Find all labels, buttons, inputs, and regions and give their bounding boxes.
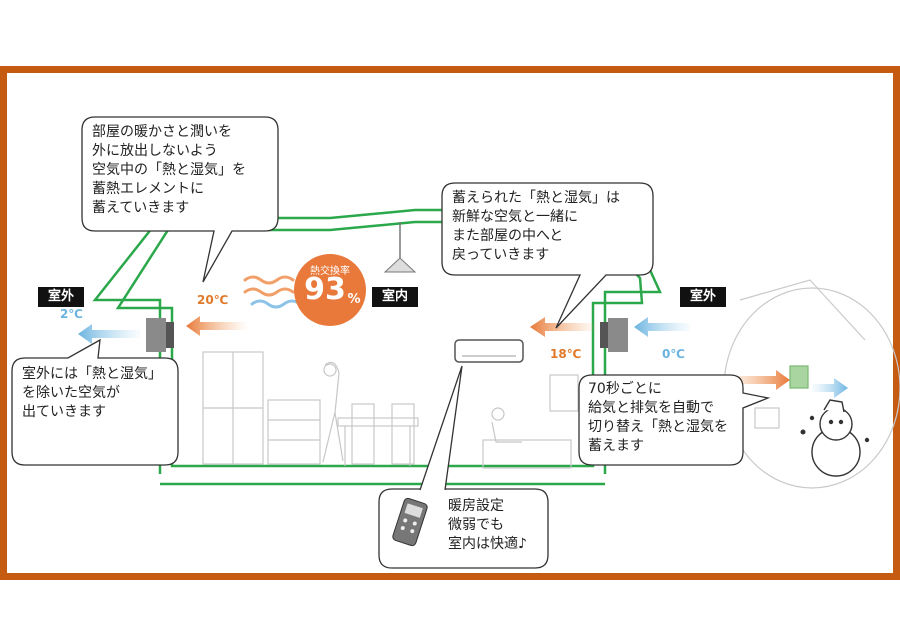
- label-indoor: 室内: [372, 287, 419, 307]
- room-furniture: [202, 351, 579, 469]
- callout-text-top-left: 部屋の暖かさと潤いを 外に放出しないよう 空気中の「熱と湿気」を 蓄熱エレメント…: [92, 124, 246, 216]
- label-outdoor-right: 室外: [680, 287, 727, 307]
- cool-arrow-outside: [812, 378, 848, 398]
- air-conditioner: [454, 339, 524, 363]
- cool-arrow-right: [634, 317, 690, 337]
- warm-arrow-left: [186, 316, 248, 336]
- callout-top-right: [441, 182, 654, 329]
- air-arrows: [78, 316, 848, 398]
- temp-outdoor-right: 0℃: [662, 347, 685, 361]
- snowman-icon: [800, 399, 870, 477]
- heat-exchange-badge: [294, 254, 366, 326]
- temp-indoor-left: 20℃: [197, 293, 229, 307]
- pendant-lamp: [383, 222, 417, 273]
- callout-text-remote: 暖房設定 微弱でも 室内は快適♪: [448, 498, 527, 552]
- ventilator-left: [146, 318, 174, 352]
- ventilator-right: [600, 318, 628, 352]
- callout-bottom-right: [578, 374, 771, 466]
- cool-arrow-left: [78, 324, 140, 344]
- warm-arrow-right: [530, 317, 598, 337]
- temp-outdoor-left: 2℃: [60, 307, 83, 321]
- badge-value: 93: [304, 272, 346, 307]
- callout-top-left: [81, 116, 279, 283]
- heat-waves: [243, 275, 302, 309]
- callout-text-bottom-left: 室外には「熱と湿気」 を除いた空気が 出ていきます: [22, 366, 162, 420]
- callout-bottom-left: [11, 338, 179, 466]
- warm-arrow-outside: [728, 370, 790, 390]
- label-outdoor-left: 室外: [38, 287, 85, 307]
- badge-title: 熱交換率: [310, 266, 350, 277]
- callout-text-bottom-right: 70秒ごとに 給気と排気を自動で 切り替え「熱と湿気を 蓄えます: [588, 381, 728, 454]
- badge-unit: %: [347, 292, 361, 307]
- remote-control-icon: [392, 497, 428, 547]
- temp-indoor-right: 18℃: [550, 347, 582, 361]
- callout-shapes: [11, 116, 771, 569]
- callout-text-top-right: 蓄えられた「熱と湿気」は 新鮮な空気と一緒に また部屋の中へと 戻っていきます: [452, 190, 620, 263]
